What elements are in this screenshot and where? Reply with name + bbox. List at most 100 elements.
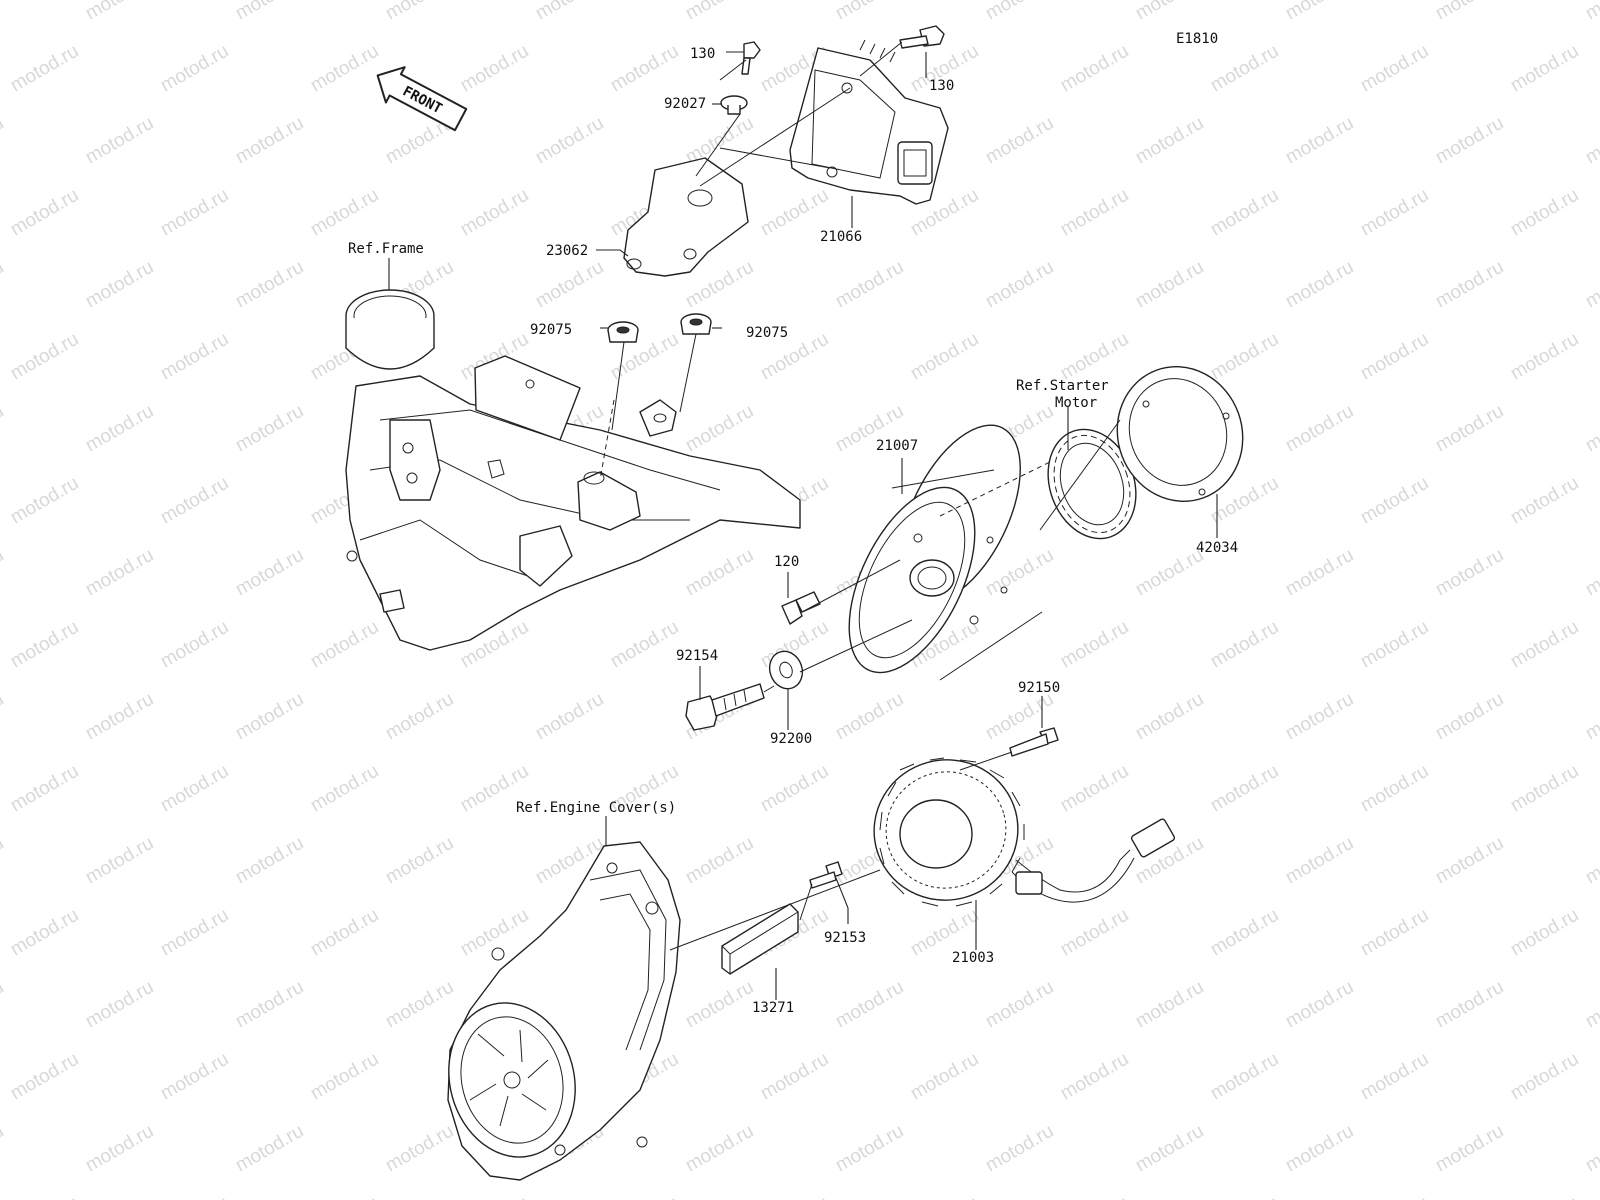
label-130-left: 130 <box>690 46 715 62</box>
watermark-text: motod.ru <box>1207 905 1282 961</box>
watermark-text: motod.ru <box>682 833 757 889</box>
watermark-text: motod.ru <box>682 113 757 169</box>
watermark-text: motod.ru <box>1282 545 1357 601</box>
plate-13271 <box>721 903 799 975</box>
watermark-text: motod.ru <box>1357 1193 1432 1200</box>
watermark-text: motod.ru <box>1432 401 1507 457</box>
watermark-text: motod.ru <box>307 1193 382 1200</box>
watermark-text: motod.ru <box>682 977 757 1033</box>
label-92075-right: 92075 <box>746 325 788 341</box>
watermark-text: motod.ru <box>1207 1193 1282 1200</box>
watermark-text: motod.ru <box>1582 0 1600 24</box>
watermark-text: motod.ru <box>1357 41 1432 97</box>
watermark-text: motod.ru <box>1207 1049 1282 1105</box>
watermark-text: motod.ru <box>682 401 757 457</box>
watermark-text: motod.ru <box>7 41 82 97</box>
watermark-text: motod.ru <box>82 1121 157 1177</box>
watermark-text: motod.ru <box>1282 977 1357 1033</box>
label-92150: 92150 <box>1018 680 1060 696</box>
watermark-text: motod.ru <box>1357 329 1432 385</box>
leader-lines <box>388 41 1218 1000</box>
label-92027: 92027 <box>664 96 706 112</box>
bolt-130-left <box>741 41 761 75</box>
watermark-text: motod.ru <box>382 1121 457 1177</box>
watermark-text: motod.ru <box>82 113 157 169</box>
watermark-text: motod.ru <box>232 401 307 457</box>
watermark-text: motod.ru <box>1432 1121 1507 1177</box>
watermark-text: motod.ru <box>1132 257 1207 313</box>
watermark-text: motod.ru <box>907 1193 982 1200</box>
watermark-text: motod.ru <box>82 833 157 889</box>
watermark-text: motod.ru <box>7 473 82 529</box>
watermark-text: motod.ru <box>757 1049 832 1105</box>
watermark-text: motod.ru <box>0 545 7 601</box>
bolt-130-right <box>899 25 945 49</box>
watermark-text: motod.ru <box>232 1121 307 1177</box>
watermark-text: motod.ru <box>1057 905 1132 961</box>
watermark-text: motod.ru <box>1132 1121 1207 1177</box>
watermark-text: motod.ru <box>1357 761 1432 817</box>
watermark-text: motod.ru <box>0 257 7 313</box>
watermark-text: motod.ru <box>7 1049 82 1105</box>
watermark-text: motod.ru <box>1207 761 1282 817</box>
watermark-text: motod.ru <box>7 761 82 817</box>
watermark-text: motod.ru <box>1357 905 1432 961</box>
watermark-text: motod.ru <box>1432 545 1507 601</box>
watermark-text: motod.ru <box>157 761 232 817</box>
label-23062: 23062 <box>546 243 588 259</box>
watermark-text: motod.ru <box>1507 1049 1582 1105</box>
watermark-text: motod.ru <box>382 977 457 1033</box>
watermark-text: motod.ru <box>232 113 307 169</box>
watermark-text: motod.ru <box>1507 1193 1582 1200</box>
ref-starter-motor-label-line2: Motor <box>1055 395 1097 411</box>
watermark-text: motod.ru <box>607 41 682 97</box>
watermark-text: motod.ru <box>1132 977 1207 1033</box>
watermark-text: motod.ru <box>0 1121 7 1177</box>
watermark-text: motod.ru <box>1582 113 1600 169</box>
watermark-text: motod.ru <box>1357 473 1432 529</box>
watermark-text: motod.ru <box>157 473 232 529</box>
watermark-text: motod.ru <box>457 1193 532 1200</box>
watermark-text: motod.ru <box>157 1049 232 1105</box>
watermark-text: motod.ru <box>457 185 532 241</box>
watermark-text: motod.ru <box>832 0 907 24</box>
watermark-text: motod.ru <box>82 545 157 601</box>
watermark-text: motod.ru <box>0 833 7 889</box>
front-arrow-badge: FRONT <box>376 66 468 132</box>
watermark-text: motod.ru <box>1507 329 1582 385</box>
collar-92027 <box>720 95 748 115</box>
watermark-text: motod.ru <box>157 41 232 97</box>
watermark-text: motod.ru <box>1432 833 1507 889</box>
label-21007: 21007 <box>876 438 918 454</box>
watermark-text: motod.ru <box>682 0 757 24</box>
label-92154: 92154 <box>676 648 718 664</box>
watermark-text: motod.ru <box>0 0 7 24</box>
watermark-text: motod.ru <box>82 0 157 24</box>
watermark-text: motod.ru <box>7 185 82 241</box>
label-120: 120 <box>774 554 799 570</box>
watermark-text: motod.ru <box>1282 833 1357 889</box>
watermark-text: motod.ru <box>457 41 532 97</box>
watermark-text: motod.ru <box>232 257 307 313</box>
watermark-text: motod.ru <box>832 257 907 313</box>
frame-assembly <box>345 289 801 651</box>
watermark-text: motod.ru <box>1432 113 1507 169</box>
watermark-text: motod.ru <box>1282 257 1357 313</box>
part-labels: 130 130 92027 21066 23062 92075 92075 21… <box>530 46 1238 1016</box>
watermark-text: motod.ru <box>607 617 682 673</box>
watermark-text: motod.ru <box>1432 257 1507 313</box>
watermark-text: motod.ru <box>82 257 157 313</box>
watermark-text: motod.ru <box>307 1049 382 1105</box>
ring-42034 <box>1116 365 1244 503</box>
watermark-text: motod.ru <box>82 977 157 1033</box>
watermark-text: motod.ru <box>232 833 307 889</box>
reference-labels: Ref.Frame Ref.Starter Motor Ref.Engine C… <box>348 241 1109 816</box>
watermark-text: motod.ru <box>157 185 232 241</box>
watermark-text: motod.ru <box>1282 0 1357 24</box>
bracket-23062 <box>623 157 749 277</box>
engine-cover <box>447 841 681 1181</box>
label-92153: 92153 <box>824 930 866 946</box>
grommet-92075-right <box>680 313 712 335</box>
watermark-text: motod.ru <box>307 761 382 817</box>
watermark-text: motod.ru <box>1582 977 1600 1033</box>
